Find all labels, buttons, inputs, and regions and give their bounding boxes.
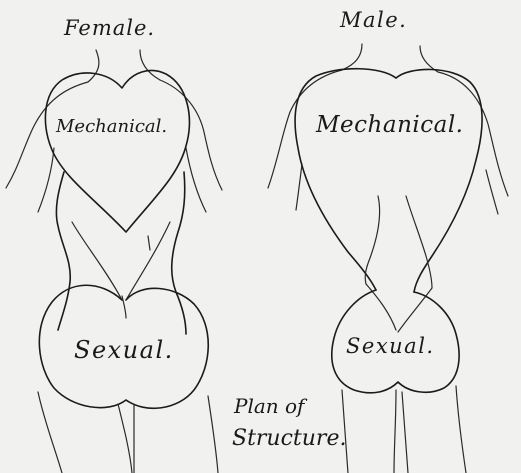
male-upper-region-label: Mechanical.: [316, 114, 464, 137]
female-right-leg-outer: [208, 396, 218, 473]
female-figure: [6, 50, 222, 473]
female-neck-right: [140, 50, 160, 80]
male-inner-left: [365, 196, 379, 284]
male-inner-v-left: [366, 284, 396, 330]
male-lower-region-label: Sexual.: [346, 336, 435, 357]
male-inner-right: [406, 196, 432, 288]
male-neck-left: [342, 44, 362, 70]
male-upper-shape-right: [396, 69, 482, 292]
male-left-armpit: [296, 164, 302, 210]
male-title: Male.: [340, 10, 407, 31]
male-right-leg-inner: [402, 392, 408, 473]
female-neck-left: [88, 50, 99, 82]
female-left-armpit: [38, 148, 54, 212]
female-inner-v-left: [72, 222, 122, 300]
female-center-mark: [148, 236, 150, 250]
male-upper-shape: [295, 69, 396, 290]
female-left-torso: [56, 172, 70, 330]
female-upper-heart: [45, 70, 189, 232]
female-right-torso: [172, 172, 186, 334]
male-right-leg-outer: [456, 386, 466, 473]
female-center-notch: [122, 296, 126, 318]
male-neck-right: [420, 46, 438, 72]
female-left-leg-inner: [118, 404, 132, 473]
female-right-arm: [160, 80, 222, 190]
male-right-armpit: [486, 170, 498, 214]
caption-line-2: Structure.: [232, 428, 346, 450]
caption-line-1: Plan of: [234, 396, 304, 416]
female-upper-region-label: Mechanical.: [56, 118, 167, 136]
female-right-armpit: [186, 148, 206, 212]
male-inner-v-right: [398, 288, 432, 332]
female-title: Female.: [64, 18, 155, 39]
female-lower-region-label: Sexual.: [74, 338, 174, 362]
female-left-leg-outer: [38, 392, 62, 473]
male-left-leg-inner: [394, 390, 396, 473]
